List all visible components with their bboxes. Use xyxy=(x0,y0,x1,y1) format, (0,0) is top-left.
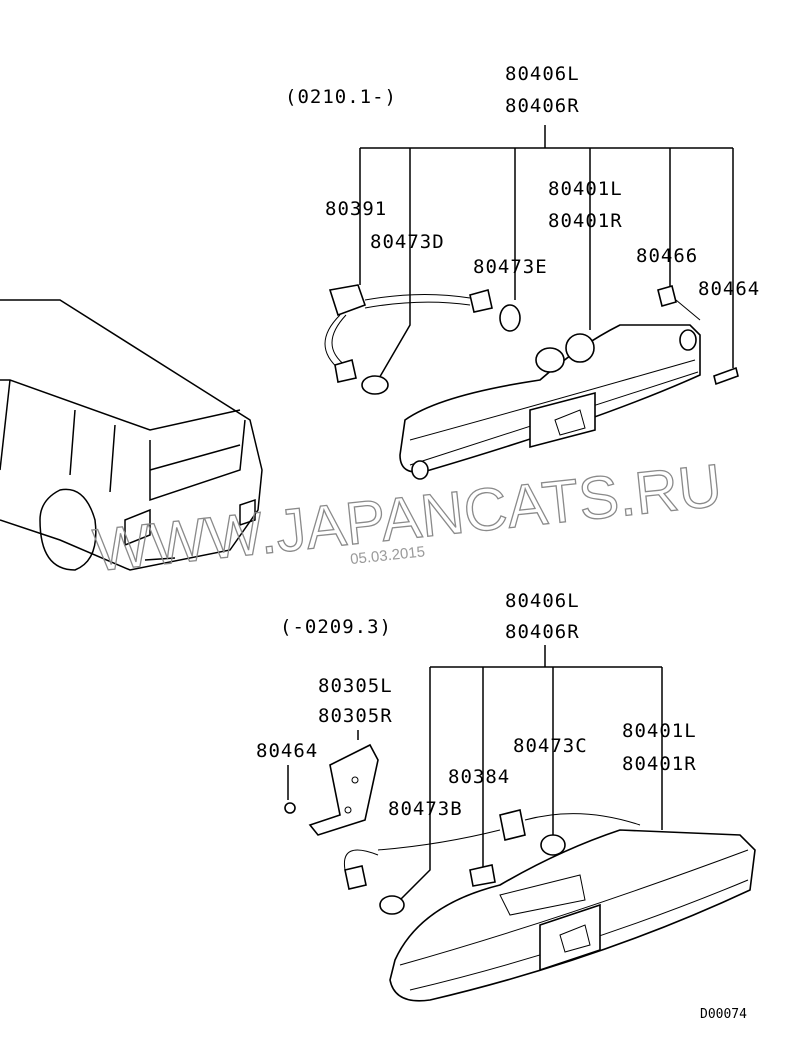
upper-nut-label[interactable]: 80466 xyxy=(636,245,698,267)
upper-harness-label[interactable]: 80391 xyxy=(325,198,387,220)
lower-assembly-left-label[interactable]: 80406L xyxy=(505,590,580,612)
upper-date-range: (0210.1-) xyxy=(285,86,397,108)
lower-lamp-assembly xyxy=(284,743,756,1002)
upper-assembly-left-label[interactable]: 80406L xyxy=(505,63,580,85)
lower-lamp-left-label[interactable]: 80401L xyxy=(622,720,697,742)
lower-lamp-right-label[interactable]: 80401R xyxy=(622,753,697,775)
upper-bulb-e-label[interactable]: 80473E xyxy=(473,256,548,278)
lower-bracket-right-label[interactable]: 80305R xyxy=(318,705,393,727)
diagram-code: D00074 xyxy=(700,1007,747,1022)
lower-bulb-b-label[interactable]: 80473B xyxy=(388,798,463,820)
vehicle-illustration xyxy=(0,299,263,571)
lower-screw-label[interactable]: 80464 xyxy=(256,740,318,762)
upper-assembly-right-label[interactable]: 80406R xyxy=(505,95,580,117)
upper-lamp-right-label[interactable]: 80401R xyxy=(548,210,623,232)
lower-bulb-c-label[interactable]: 80473C xyxy=(513,735,588,757)
upper-lamp-left-label[interactable]: 80401L xyxy=(548,178,623,200)
lower-clip-label[interactable]: 80384 xyxy=(448,766,510,788)
lower-bracket-left-label[interactable]: 80305L xyxy=(318,675,393,697)
upper-screw-label[interactable]: 80464 xyxy=(698,278,760,300)
upper-lamp-assembly xyxy=(324,284,739,480)
watermark-text: WWW.JAPANCATS.RU xyxy=(90,451,725,584)
upper-bulb-d-label[interactable]: 80473D xyxy=(370,231,445,253)
lower-assembly-right-label[interactable]: 80406R xyxy=(505,621,580,643)
lower-leader-lines xyxy=(287,645,663,901)
upper-leader-lines xyxy=(359,125,734,381)
lower-date-range: (-0209.3) xyxy=(280,616,392,638)
